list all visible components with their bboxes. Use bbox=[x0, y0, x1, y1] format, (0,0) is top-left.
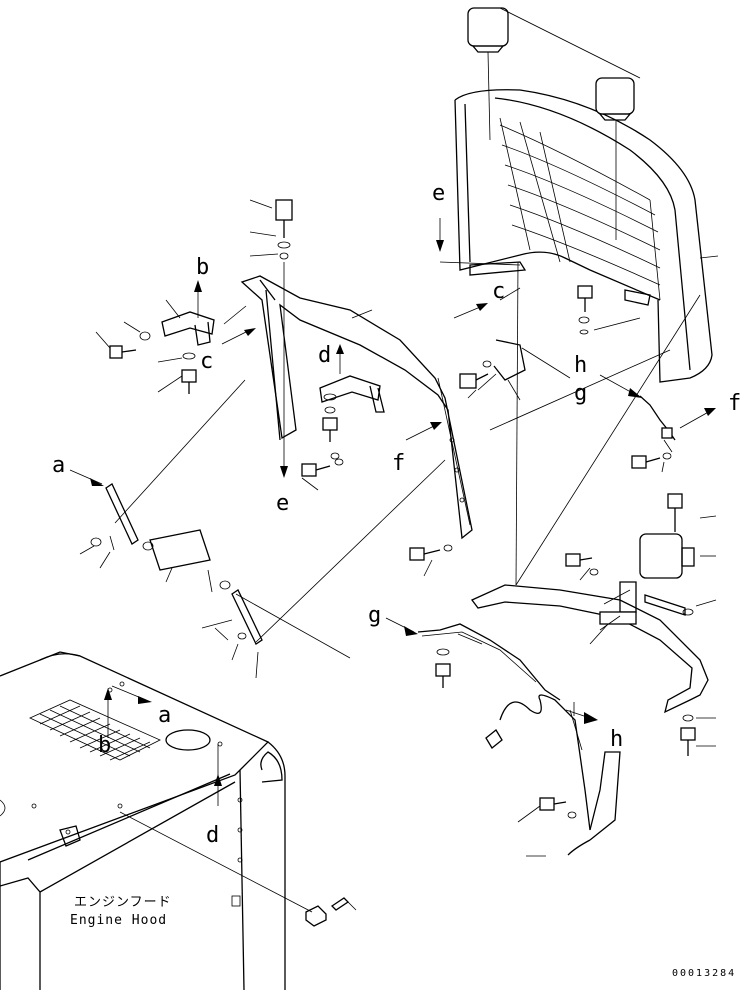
cab-frame-bracket bbox=[95, 199, 473, 577]
label-c-right: c bbox=[492, 279, 505, 304]
label-f-center: f bbox=[392, 451, 405, 476]
center-leader-line bbox=[515, 261, 519, 586]
label-d-center: d bbox=[318, 343, 331, 368]
label-h-top: h bbox=[574, 353, 587, 378]
label-e-center: e bbox=[276, 491, 289, 516]
label-g-top: g bbox=[574, 381, 587, 406]
label-e-right: e bbox=[432, 181, 445, 206]
label-d-hood: d bbox=[206, 823, 219, 848]
engine-hood bbox=[0, 651, 357, 991]
label-g-bottom: g bbox=[368, 603, 381, 628]
label-f-right: f bbox=[728, 391, 741, 416]
roof-grille-assembly bbox=[436, 7, 719, 383]
figure-number: 00013284 bbox=[672, 968, 736, 979]
label-b-hood: b bbox=[98, 733, 111, 758]
label-c-left: c bbox=[200, 349, 213, 374]
hood-caption-japanese: エンジンフード bbox=[74, 895, 172, 910]
gas-strut-assembly bbox=[69, 379, 446, 679]
label-b-top: b bbox=[196, 255, 209, 280]
label-h-bottom: h bbox=[610, 727, 623, 752]
hood-caption-english: Engine Hood bbox=[70, 913, 167, 928]
lower-beam-assembly bbox=[470, 493, 717, 756]
label-a-left: a bbox=[52, 453, 65, 478]
wiring-harness bbox=[385, 294, 716, 857]
label-a-hood: a bbox=[158, 703, 171, 728]
